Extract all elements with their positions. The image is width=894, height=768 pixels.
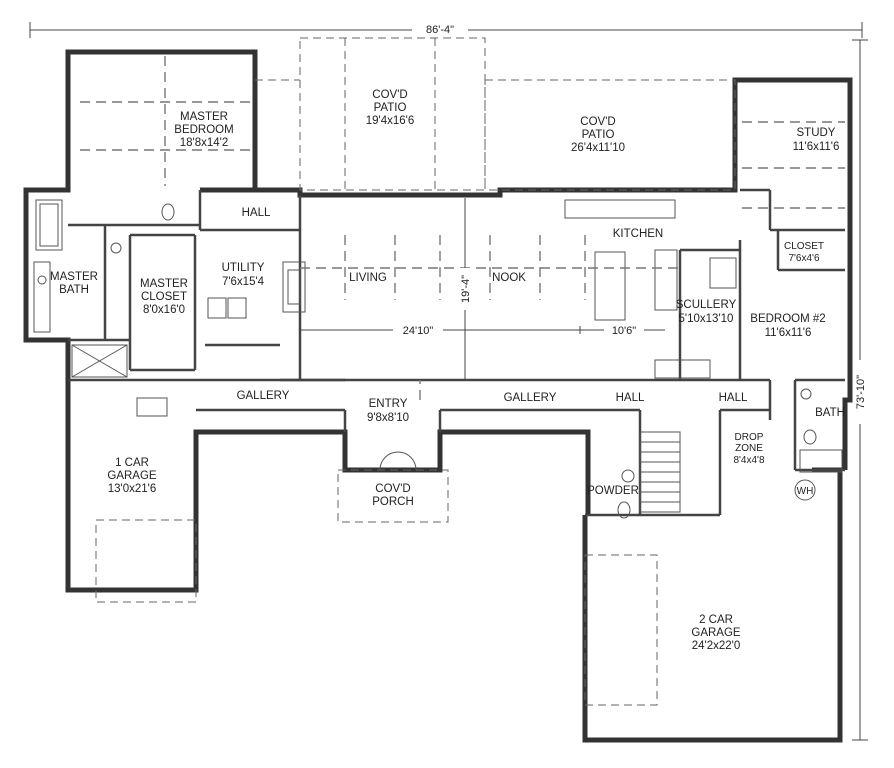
room-label-text: MASTER <box>180 111 228 123</box>
room-garage1: 1 CAR GARAGE 13'0x21'6 <box>107 457 157 495</box>
room-label-text: 5'10x13'10 <box>679 313 734 325</box>
room-entry: ENTRY 9'8x8'10 <box>367 398 409 424</box>
room-hall-right: HALL <box>719 392 748 404</box>
room-label-text: PATIO <box>582 129 615 141</box>
room-label-text: 7'6x4'6 <box>788 253 820 264</box>
room-drop-zone: DROP ZONE 8'4x4'8 <box>733 432 765 466</box>
room-label-text: 1 CAR <box>115 457 149 469</box>
room-nook: NOOK <box>492 272 526 284</box>
water-heater-label: WH <box>797 486 814 497</box>
room-label-text: PORCH <box>372 496 414 508</box>
room-label-text: ZONE <box>735 443 763 454</box>
room-patio-left: COV'D PATIO 19'4x16'6 <box>366 89 415 127</box>
room-label-text: BATH <box>59 284 89 296</box>
room-label-text: 26'4x11'10 <box>571 142 625 154</box>
great-room-depth-dim: 19'-4" <box>460 275 472 303</box>
room-label-text: COV'D <box>375 483 410 495</box>
room-master-bedroom: MASTER BEDROOM 18'8x14'2 <box>174 111 233 149</box>
room-scullery: SCULLERY 5'10x13'10 <box>676 299 737 325</box>
room-label-text: BEDROOM #2 <box>750 313 825 325</box>
room-master-closet: MASTER CLOSET 8'0x16'0 <box>140 278 188 316</box>
room-label-text: 11'6x11'6 <box>765 327 812 339</box>
room-closet: CLOSET 7'6x4'6 <box>784 241 824 264</box>
room-label-text: 24'2x22'0 <box>692 640 741 652</box>
room-utility: UTILITY 7'6x15'4 <box>222 262 265 288</box>
room-label-text: 9'8x8'10 <box>367 412 409 424</box>
interior-dimensions: 24'10" 19'-4" 10'6" <box>300 198 665 380</box>
room-patio-right: COV'D PATIO 26'4x11'10 <box>571 116 625 154</box>
room-label-text: COV'D <box>580 116 615 128</box>
room-hall-mid: HALL <box>616 392 645 404</box>
room-label-text: MASTER <box>50 271 98 283</box>
room-porch: COV'D PORCH <box>372 483 414 508</box>
room-label-text: 18'8x14'2 <box>180 137 229 149</box>
room-living: LIVING <box>349 272 387 284</box>
overall-width-label: 86'-4" <box>426 24 454 36</box>
room-label-text: SCULLERY <box>676 299 737 311</box>
room-label-text: CLOSET <box>784 241 824 252</box>
room-label-text: 13'0x21'6 <box>108 483 157 495</box>
room-label-text: 19'4x16'6 <box>366 115 415 127</box>
overall-dimensions: 86'-4" 73'-10" <box>29 22 868 741</box>
nook-width-dim: 10'6" <box>612 325 636 337</box>
room-powder: POWDER <box>587 485 639 497</box>
room-gallery-left: GALLERY <box>237 390 290 402</box>
room-study: STUDY 11'6x11'6 <box>793 127 840 153</box>
room-label-text: 8'0x16'0 <box>143 304 185 316</box>
room-label-text: 7'6x15'4 <box>222 276 265 288</box>
room-garage2: 2 CAR GARAGE 24'2x22'0 <box>691 614 741 652</box>
fixtures <box>33 199 843 706</box>
room-label-text: CLOSET <box>141 291 187 303</box>
room-label-text: ENTRY <box>369 398 408 410</box>
room-label-text: UTILITY <box>222 262 265 274</box>
room-label-text: BEDROOM <box>174 124 233 136</box>
room-kitchen: KITCHEN <box>613 228 663 240</box>
room-label-text: 8'4x4'8 <box>733 455 765 466</box>
room-bedroom2: BEDROOM #2 11'6x11'6 <box>750 313 825 339</box>
room-label-text: 11'6x11'6 <box>793 141 840 153</box>
room-label-text: GARAGE <box>107 470 157 482</box>
living-width-dim: 24'10" <box>403 325 434 337</box>
room-label-text: DROP <box>735 432 764 443</box>
room-master-bath: MASTER BATH <box>50 271 98 296</box>
room-label-text: PATIO <box>374 102 407 114</box>
room-label-text: GARAGE <box>691 627 741 639</box>
patio-outlines <box>255 37 736 191</box>
ceiling-beams <box>80 56 845 400</box>
room-label-text: COV'D <box>372 89 407 101</box>
overall-depth-label: 73'-10" <box>855 375 867 409</box>
stairs <box>639 431 681 513</box>
room-label-text: MASTER <box>140 278 188 290</box>
room-hall-top: HALL <box>242 207 271 219</box>
interior-walls <box>68 188 845 517</box>
room-labels: MASTER BEDROOM 18'8x14'2 COV'D PATIO 19'… <box>50 89 845 652</box>
room-label-text: STUDY <box>797 127 836 139</box>
room-label-text: 2 CAR <box>699 614 733 626</box>
room-bath: BATH <box>815 407 845 419</box>
room-gallery-right: GALLERY <box>504 392 557 404</box>
